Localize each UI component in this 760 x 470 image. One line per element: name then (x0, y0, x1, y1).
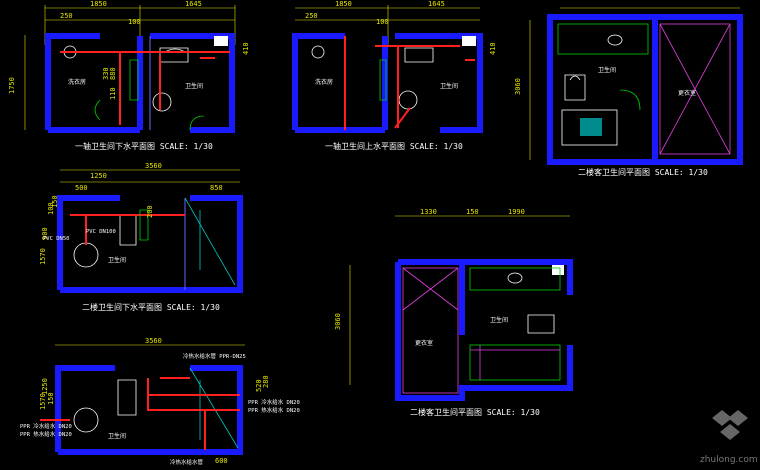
dim-top-2: 100 (376, 18, 389, 26)
note-left-1: PPR 冷水给水 DN20 (20, 422, 72, 430)
room-laundry: 洗衣房 (68, 78, 86, 86)
room-bathroom: 卫生间 (440, 82, 458, 90)
dim-top-4: 850 (210, 184, 223, 192)
dim-top-1: 1330 (420, 208, 437, 216)
dim-top-2: 100 (128, 18, 141, 26)
dim-left-1: 1570 (39, 393, 47, 410)
dim-v: 200 (146, 205, 154, 218)
dim-top-1: 1850 (335, 0, 352, 8)
dim-left-1: 1570 (39, 248, 47, 265)
room-dressing: 更衣室 (415, 339, 433, 347)
pipe-label-1: PVC DN50 (43, 236, 70, 242)
dim-top-1: 3560 (145, 337, 162, 345)
pipe-label-2: PVC DN100 (86, 229, 116, 235)
caption-drawing-4: 二楼卫生间下水平面图 SCALE: 1/30 (82, 302, 220, 312)
note-right-2: PPR 热水给水 DN20 (248, 406, 300, 414)
dim-right-1: 520 (255, 379, 263, 392)
room-laundry: 洗衣房 (315, 78, 333, 86)
dim-left: 3060 (514, 78, 522, 95)
dim-right: 410 (242, 42, 250, 55)
dim-top-3: 1990 (508, 208, 525, 216)
drawing-3: 3060 卫生间 更衣室 二楼客卫生间平面图 SCALE: 1/30 (514, 7, 743, 177)
note-bottom: 冷热水给水管 (170, 458, 204, 466)
dim-right-2: 280 (262, 375, 270, 388)
dim-left: 3060 (334, 313, 342, 330)
dim-v-1: 330 (102, 67, 110, 80)
drawing-1: 1850 100 1645 250 1750 410 330 880 110 洗… (8, 0, 250, 151)
dim-top-4: 250 (305, 12, 318, 20)
drawing-5: 1330 150 1990 3060 卫生间 更衣室 二楼客卫生间平面图 SCA… (334, 208, 573, 417)
dim-top-2: 1250 (90, 172, 107, 180)
room-bathroom: 卫生间 (108, 256, 126, 264)
dim-top-1: 1850 (90, 0, 107, 8)
dim-left: 1750 (8, 77, 16, 94)
drawing-4: 3560 1250 500 850 1570 900 100 150 200 P… (39, 162, 243, 312)
note-left-2: PPR 热水给水 DN20 (20, 430, 72, 438)
dim-left-4: 150 (51, 195, 59, 208)
note-right-1: PPR 冷水给水 DN20 (248, 398, 300, 406)
dim-left-3: 100 (47, 202, 55, 215)
dim-v-3: 110 (109, 87, 117, 100)
room-bathroom: 卫生间 (490, 316, 508, 324)
dim-top-3: 1645 (185, 0, 202, 8)
dim-v-2: 880 (109, 67, 117, 80)
dim-top-3: 500 (75, 184, 88, 192)
dim-bottom: 600 (215, 457, 228, 465)
caption-drawing-5: 二楼客卫生间平面图 SCALE: 1/30 (410, 407, 540, 417)
dim-left-2: 900 (41, 227, 49, 240)
room-dressing: 更衣室 (678, 89, 696, 97)
room-bathroom: 卫生间 (185, 82, 203, 90)
zhulong-logo (712, 410, 748, 440)
dim-top-4: 250 (60, 12, 73, 20)
caption-drawing-2: 一轴卫生间上水平面图 SCALE: 1/30 (325, 141, 463, 151)
drawing-2: 1850 100 1645 250 410 洗衣房 卫生间 一轴卫生间上水平面图… (292, 0, 497, 151)
room-bathroom: 卫生间 (598, 66, 616, 74)
dim-top-1: 3560 (145, 162, 162, 170)
dim-top-3: 1645 (428, 0, 445, 8)
dim-right: 410 (489, 42, 497, 55)
caption-drawing-1: 一轴卫生间下水平面图 SCALE: 1/30 (75, 141, 213, 151)
dim-left-2: 1250 (41, 378, 49, 395)
watermark: zhulong.com (700, 410, 758, 465)
caption-drawing-3: 二楼客卫生间平面图 SCALE: 1/30 (578, 167, 708, 177)
dim-left-3: 150 (47, 392, 55, 405)
drawing-6: 3560 1570 1250 150 520 280 600 冷热水给水管 PP… (20, 337, 300, 466)
watermark-brand: zhulong.com (700, 455, 758, 465)
room-bathroom: 卫生间 (108, 432, 126, 440)
note-top: 冷热水给水管 PPR-DN25 (183, 352, 246, 360)
dim-top-2: 150 (466, 208, 479, 216)
